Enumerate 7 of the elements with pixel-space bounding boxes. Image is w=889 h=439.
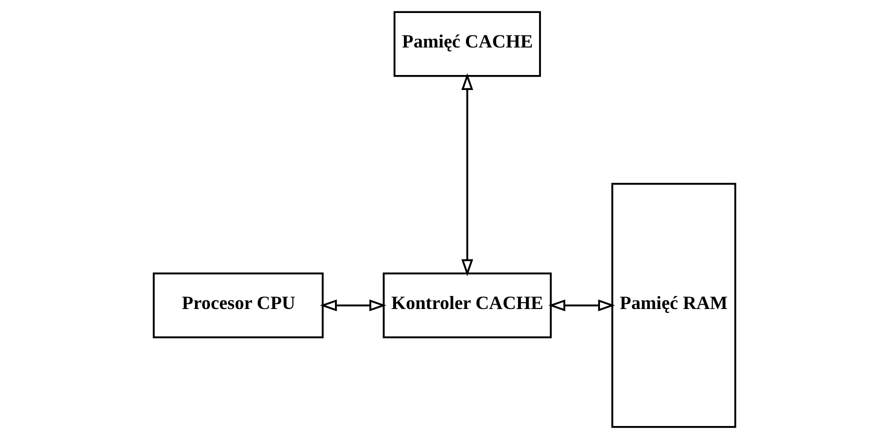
node-box: Pamięć RAM xyxy=(611,182,736,428)
node-box: Pamięć CACHE xyxy=(394,11,541,77)
node-box: Procesor CPU xyxy=(152,272,324,338)
arrow xyxy=(320,299,386,312)
arrow xyxy=(461,73,474,276)
arrow xyxy=(548,299,616,312)
node-box: Kontroler CACHE xyxy=(382,272,552,338)
